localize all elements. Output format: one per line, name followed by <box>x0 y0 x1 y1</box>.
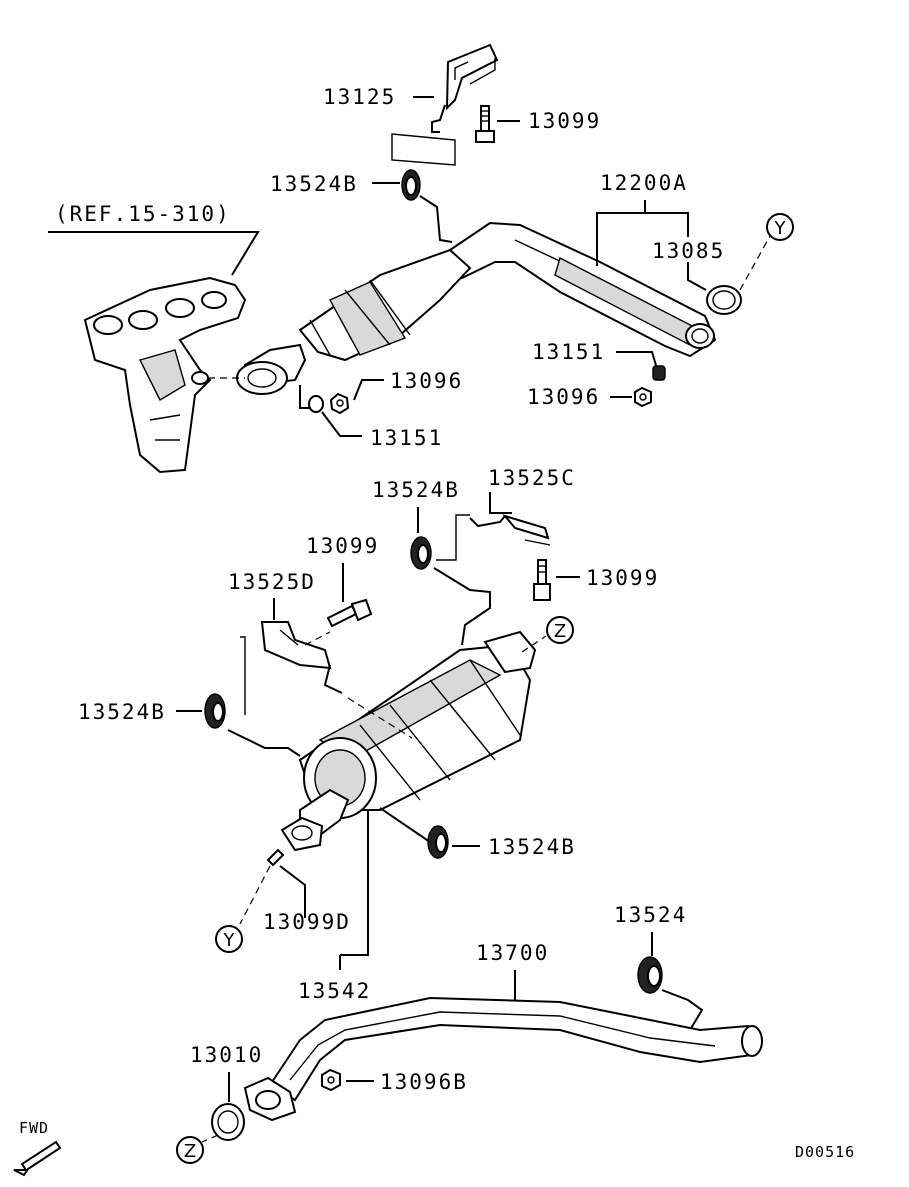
muffler-13542 <box>280 630 537 852</box>
gasket-13010 <box>211 1103 245 1141</box>
label-13096B: 13096B <box>380 1070 468 1094</box>
label-13524B-right: 13524B <box>488 835 576 859</box>
hanger-rod-left <box>227 729 301 757</box>
label-13125: 13125 <box>323 85 396 109</box>
y-dashed-bottom <box>239 865 271 925</box>
callout-y-bottom <box>215 925 243 953</box>
exhaust-manifold <box>83 276 247 474</box>
label-13524B-top: 13524B <box>270 172 358 196</box>
fwd-arrow-icon <box>13 1140 62 1177</box>
bracket-13525C <box>469 514 551 546</box>
label-13010: 13010 <box>190 1043 263 1067</box>
drawing-code: D00516 <box>795 1143 855 1161</box>
hanger-13524B-right <box>427 825 449 859</box>
label-13524: 13524 <box>614 903 687 927</box>
callout-y-bottom-text: Y <box>223 930 236 951</box>
label-13099-midright: 13099 <box>586 566 659 590</box>
z-dashed-mid <box>521 635 547 653</box>
label-13700: 13700 <box>476 941 549 965</box>
hanger-rod-mid <box>433 567 491 646</box>
gasket-13085 <box>706 285 742 315</box>
label-13151-left: 13151 <box>370 426 443 450</box>
label-13524B-mid: 13524B <box>372 478 460 502</box>
label-13525C: 13525C <box>488 466 576 490</box>
bolt-13099-midleft <box>326 598 373 628</box>
label-13096-left: 13096 <box>390 369 463 393</box>
stud-13151-right <box>652 365 666 381</box>
nut-13096B <box>321 1068 341 1092</box>
y-dashed-top <box>739 235 771 291</box>
hanger-13524B-left <box>204 693 226 729</box>
label-ref: (REF.15-310) <box>55 202 231 226</box>
mid-dashed <box>347 697 413 739</box>
label-13099D: 13099D <box>263 910 351 934</box>
hanger-13524 <box>637 956 663 994</box>
nut-13096-right <box>634 386 652 408</box>
label-13542: 13542 <box>298 979 371 1003</box>
bolt-13099-top <box>475 105 495 143</box>
nut-13096-left <box>329 392 350 415</box>
leader-13096-left <box>353 379 384 401</box>
hanger-rod-13524 <box>661 989 704 1031</box>
leader-13525C <box>489 492 512 514</box>
label-13099-midleft: 13099 <box>306 534 379 558</box>
leader-13085 <box>687 262 707 291</box>
guide-13151-left <box>299 385 311 409</box>
hanger-rod-right <box>379 807 431 843</box>
stud-13099D <box>266 848 285 867</box>
hanger-13524B-mid <box>410 536 432 570</box>
callout-y-top <box>766 213 794 241</box>
z-dashed-bottom <box>201 1134 219 1143</box>
callout-z-bottom <box>176 1136 204 1164</box>
label-13151-right: 13151 <box>532 340 605 364</box>
hanger-13524B-top <box>401 169 421 201</box>
tail-pipe-13700 <box>268 996 763 1102</box>
label-12200A: 12200A <box>600 171 688 195</box>
guide-13525D <box>240 636 246 715</box>
guide-13524B-mid <box>436 514 470 561</box>
callout-z-bottom-text: Z <box>184 1141 196 1162</box>
label-13085: 13085 <box>652 239 725 263</box>
bolt-13099-midright <box>533 559 551 601</box>
leader-13151-right <box>616 351 659 373</box>
guide-box-top <box>391 133 456 166</box>
callout-z-mid <box>546 616 574 644</box>
leader-12200A <box>596 212 689 266</box>
callout-y-top-text: Y <box>774 218 787 239</box>
callout-z-mid-text: Z <box>554 621 566 642</box>
label-fwd: FWD <box>19 1119 49 1137</box>
stud-13151-left <box>308 395 324 413</box>
label-13099-top: 13099 <box>528 109 601 133</box>
bracket-13125 <box>431 43 499 133</box>
label-13525D: 13525D <box>228 570 316 594</box>
guide-dash-13525D <box>304 631 331 646</box>
leader-13099D-top <box>279 865 306 918</box>
label-13096-right: 13096 <box>527 385 600 409</box>
leader-13151-left <box>321 411 362 437</box>
leader-13542 <box>340 810 369 956</box>
hanger-rod-top <box>419 195 453 243</box>
flange-inlet <box>243 1076 297 1122</box>
bracket-13525D <box>260 621 343 694</box>
label-13524B-left: 13524B <box>78 700 166 724</box>
leader-ref <box>48 231 260 276</box>
front-pipe-12200A <box>236 221 717 395</box>
